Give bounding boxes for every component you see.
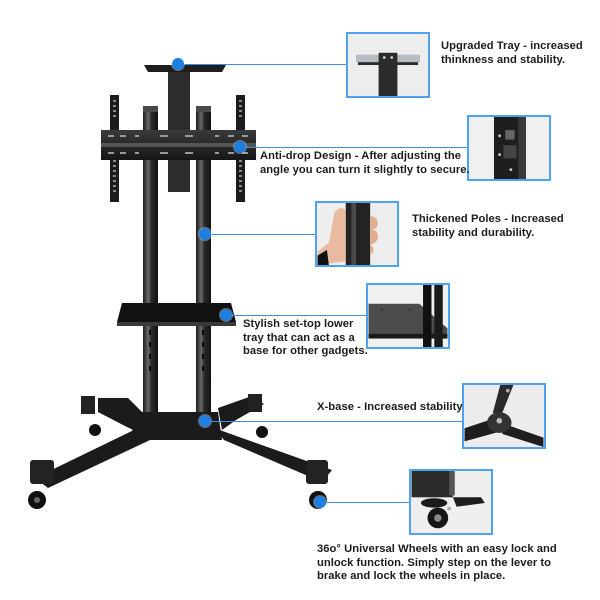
callout-line-x-base <box>205 420 462 422</box>
feature-caption-upgraded-tray: Upgraded Tray - increased thinkness and … <box>441 40 583 66</box>
inset-image-upgraded-tray <box>346 32 430 98</box>
callout-line-lower-tray <box>226 314 366 316</box>
callout-dot-upgraded-tray <box>172 58 184 70</box>
callout-line-thickened-poles <box>205 233 315 235</box>
feature-caption-universal-wheels: 36o° Universal Wheels with an easy lock … <box>317 543 557 583</box>
inset-image-lower-tray <box>366 283 450 349</box>
callout-dot-thickened-poles <box>199 228 211 240</box>
feature-caption-lower-tray: Stylish set-top lower tray that can act … <box>243 318 368 358</box>
feature-caption-x-base: X-base - Increased stability <box>317 401 463 413</box>
callout-dot-anti-drop <box>234 141 246 153</box>
feature-caption-anti-drop: Anti-drop Design - After adjusting the a… <box>260 150 470 176</box>
inset-image-anti-drop <box>467 115 551 181</box>
callout-dot-lower-tray <box>220 309 232 321</box>
inset-image-x-base <box>462 383 546 449</box>
inset-image-universal-wheels <box>409 469 493 535</box>
feature-caption-thickened-poles: Thickened Poles - Increased stability an… <box>412 213 564 239</box>
callout-line-upgraded-tray <box>178 63 346 65</box>
callout-line-anti-drop <box>240 146 467 148</box>
callout-line-universal-wheels <box>320 501 409 503</box>
inset-image-thickened-poles <box>315 201 399 267</box>
callout-dot-x-base <box>199 415 211 427</box>
callout-dot-universal-wheels <box>314 496 326 508</box>
